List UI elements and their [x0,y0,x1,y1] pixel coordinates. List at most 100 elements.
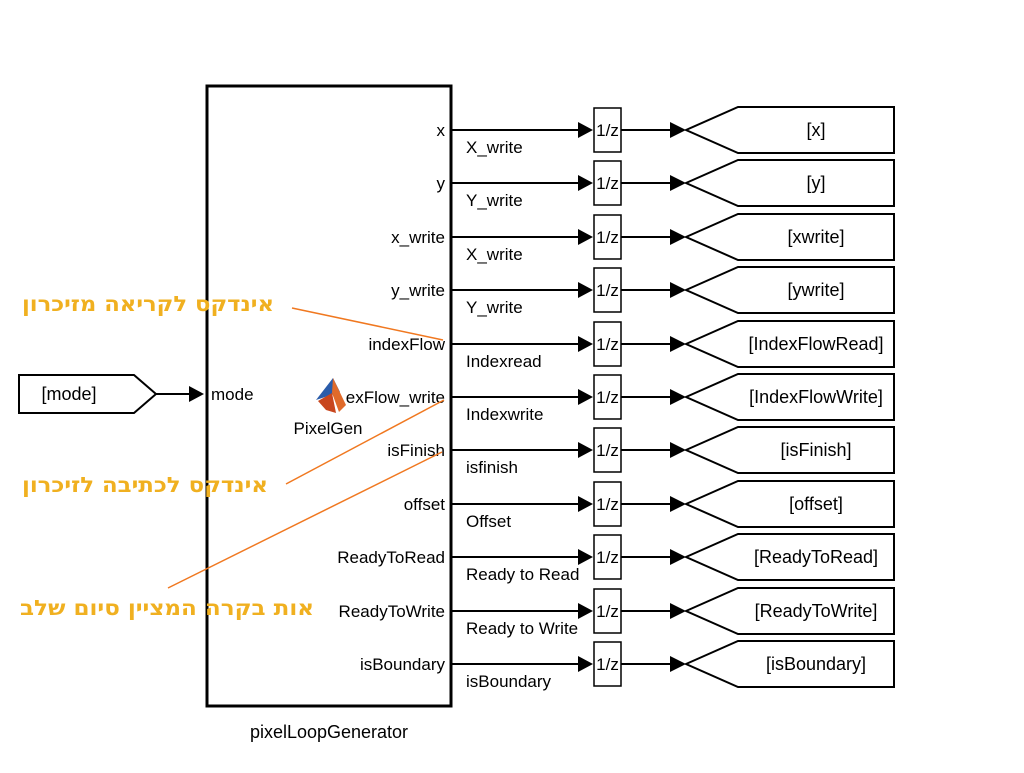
goto-tag-block[interactable] [683,533,895,581]
goto-tag-block[interactable] [683,426,895,474]
goto-wire-arrow [670,122,686,138]
annotation-write-index: אינדקס לכתיבה לזיכרון [22,473,268,497]
goto-wire-arrow [670,175,686,191]
wire-arrow [578,122,593,138]
signal-name: X_write [466,138,523,157]
annotation-arrow-read [291,307,444,341]
unit-delay-label: 1/z [596,655,619,674]
goto-tag-label: [offset] [789,494,843,514]
goto-tag-block[interactable] [683,640,895,688]
output-row: xX_write 1/z [x] [437,106,895,157]
unit-delay-label: 1/z [596,228,619,247]
goto-tag-label: [ReadyToRead] [754,547,878,567]
goto-wire-arrow [670,656,686,672]
unit-delay-label: 1/z [596,441,619,460]
unit-delay-block[interactable] [593,427,622,473]
goto-tag-block[interactable] [683,266,895,314]
output-port-label: ReadyToWrite [339,602,445,621]
unit-delay-label: 1/z [596,174,619,193]
goto-tag-block[interactable] [683,320,895,368]
output-row: exFlow_writeIndexwrite1/z[IndexFlowWrite… [346,373,895,424]
wire-arrow [578,603,593,619]
goto-wire-arrow [670,389,686,405]
goto-tag-label: [x] [806,120,825,140]
output-port-label: ReadyToRead [337,548,445,567]
goto-tag-label: [isFinish] [780,440,851,460]
goto-tag-label: [ReadyToWrite] [755,601,878,621]
unit-delay-block[interactable] [593,374,622,420]
goto-tag-block[interactable] [683,213,895,261]
input-port-mode: mode [211,385,254,404]
unit-delay-block[interactable] [593,588,622,634]
annotation-arrow-write [285,399,445,485]
wire-arrow [578,389,593,405]
signal-name: Offset [466,512,511,531]
output-port-label: indexFlow [368,335,445,354]
wire-arrow [578,496,593,512]
wire-arrow [578,229,593,245]
unit-delay-label: 1/z [596,335,619,354]
goto-tag-label: [IndexFlowRead] [748,334,883,354]
unit-delay-label: 1/z [596,495,619,514]
annotation-read-index: אינדקס לקריאה מזיכרון [22,292,274,316]
output-row: yY_write 1/z [y] [437,159,895,210]
wire-arrow [578,336,593,352]
goto-tag-block[interactable] [683,106,895,154]
wire-arrow [578,656,593,672]
goto-wire-arrow [670,603,686,619]
output-port-label: isFinish [387,441,445,460]
signal-name: X_write [466,245,523,264]
unit-delay-block[interactable] [593,534,622,580]
matlab-logo-icon [316,378,346,413]
output-port-label: exFlow_write [346,388,445,407]
unit-delay-label: 1/z [596,388,619,407]
goto-tag-block[interactable] [683,587,895,635]
goto-tag-label: [xwrite] [787,227,844,247]
goto-wire-arrow [670,549,686,565]
unit-delay-block[interactable] [593,641,622,687]
goto-tag-block[interactable] [683,159,895,207]
output-port-label: offset [404,495,446,514]
annotation-arrow-finish [167,451,443,589]
output-port-label: y_write [391,281,445,300]
signal-name: Y_write [466,191,523,210]
unit-delay-block[interactable] [593,107,622,153]
goto-wire-arrow [670,336,686,352]
output-port-label: isBoundary [360,655,446,674]
output-port-label: x_write [391,228,445,247]
goto-tag-block[interactable] [683,480,895,528]
wire-arrow [578,175,593,191]
goto-tag-label: [y] [806,173,825,193]
from-tag-mode-label: [mode] [41,384,96,404]
block-name: pixelLoopGenerator [250,722,408,742]
unit-delay-block[interactable] [593,267,622,313]
wire-arrow [578,549,593,565]
goto-wire-arrow [670,442,686,458]
annotation-finish-signal: אות בקרה המציין סיום שלב [20,596,314,620]
output-port-label: x [437,121,446,140]
output-port-label: y [437,174,446,193]
goto-tag-label: [IndexFlowWrite] [749,387,883,407]
goto-wire-arrow [670,229,686,245]
signal-name: Ready to Write [466,619,578,638]
goto-wire-arrow [670,496,686,512]
block-icon-label: PixelGen [294,419,363,438]
unit-delay-label: 1/z [596,602,619,621]
from-tag-mode[interactable] [18,374,158,414]
signal-name: Indexread [466,352,542,371]
signal-name: Y_write [466,298,523,317]
wire-arrow [578,282,593,298]
goto-tag-block[interactable] [683,373,895,421]
mode-wire-arrow [189,386,204,402]
unit-delay-label: 1/z [596,121,619,140]
goto-tag-label: [ywrite] [787,280,844,300]
goto-tag-label: [isBoundary] [766,654,866,674]
unit-delay-block[interactable] [593,321,622,367]
